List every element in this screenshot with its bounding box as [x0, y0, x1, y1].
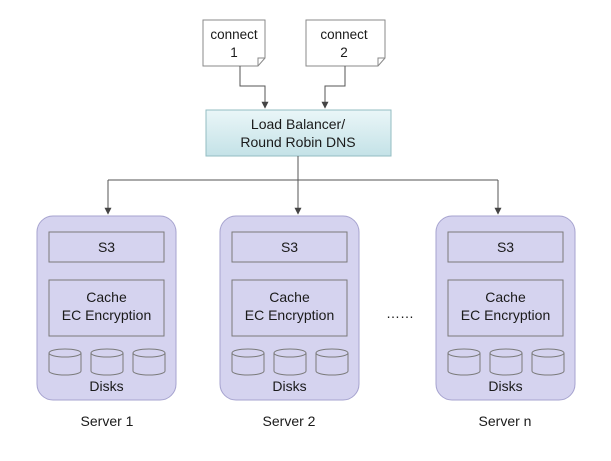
server-n-cache-box	[447, 279, 564, 337]
server-1-s3-label: S3	[98, 239, 115, 255]
more-servers-ellipsis: ……	[386, 305, 414, 321]
server-1-encryption-label: EC Encryption	[62, 307, 151, 323]
connect-1-label: connect	[210, 27, 258, 42]
connect-1-arrow	[239, 66, 269, 109]
server-2-disk-2-icon	[273, 348, 307, 376]
server-1-cache-label: Cache	[86, 289, 127, 305]
connect-2-number: 2	[340, 45, 348, 60]
server-2-disks-label: Disks	[272, 378, 306, 394]
server-2-disk-3-icon	[315, 348, 349, 376]
server-2-s3-label: S3	[281, 239, 298, 255]
load-balancer-line1: Load Balancer/	[251, 116, 345, 132]
server-n-disk-1-icon	[447, 348, 481, 376]
server-2-s3-box	[231, 231, 348, 263]
server-1-disk-1-icon	[48, 348, 82, 376]
server-n-s3-box	[447, 231, 564, 263]
server-n-s3-label: S3	[497, 239, 514, 255]
server-n-encryption-label: EC Encryption	[461, 307, 550, 323]
server-n-disk-2-icon	[489, 348, 523, 376]
connect-1-number: 1	[230, 45, 238, 60]
server-1-disk-2-icon	[90, 348, 124, 376]
connect-2-label: connect	[320, 27, 368, 42]
load-balancer-line2: Round Robin DNS	[240, 134, 355, 150]
server-2-cache-label: Cache	[269, 289, 310, 305]
server-2-name: Server 2	[263, 413, 316, 429]
server-n-cache-label: Cache	[485, 289, 526, 305]
server-n-disks-label: Disks	[488, 378, 522, 394]
server-1-s3-box	[48, 231, 165, 263]
connect-2-document: connect 2	[305, 19, 386, 67]
connect-1-document: connect 1	[202, 19, 266, 67]
server-2-encryption-label: EC Encryption	[245, 307, 334, 323]
server-1-cache-box	[48, 279, 165, 337]
server-n: S3 Cache EC Encryption Disks	[435, 215, 576, 401]
server-2-disk-1-icon	[231, 348, 265, 376]
connect-2-arrow	[321, 66, 346, 109]
server-2: S3 Cache EC Encryption Disks	[219, 215, 360, 401]
server-1-disk-3-icon	[132, 348, 166, 376]
server-n-name: Server n	[479, 413, 532, 429]
server-1: S3 Cache EC Encryption Disks	[36, 215, 177, 401]
server-1-name: Server 1	[81, 413, 134, 429]
load-balancer-box: Load Balancer/ Round Robin DNS	[205, 109, 392, 157]
server-n-disk-3-icon	[531, 348, 565, 376]
server-2-cache-box	[231, 279, 348, 337]
distribution-connectors	[104, 156, 502, 215]
server-1-disks-label: Disks	[89, 378, 123, 394]
